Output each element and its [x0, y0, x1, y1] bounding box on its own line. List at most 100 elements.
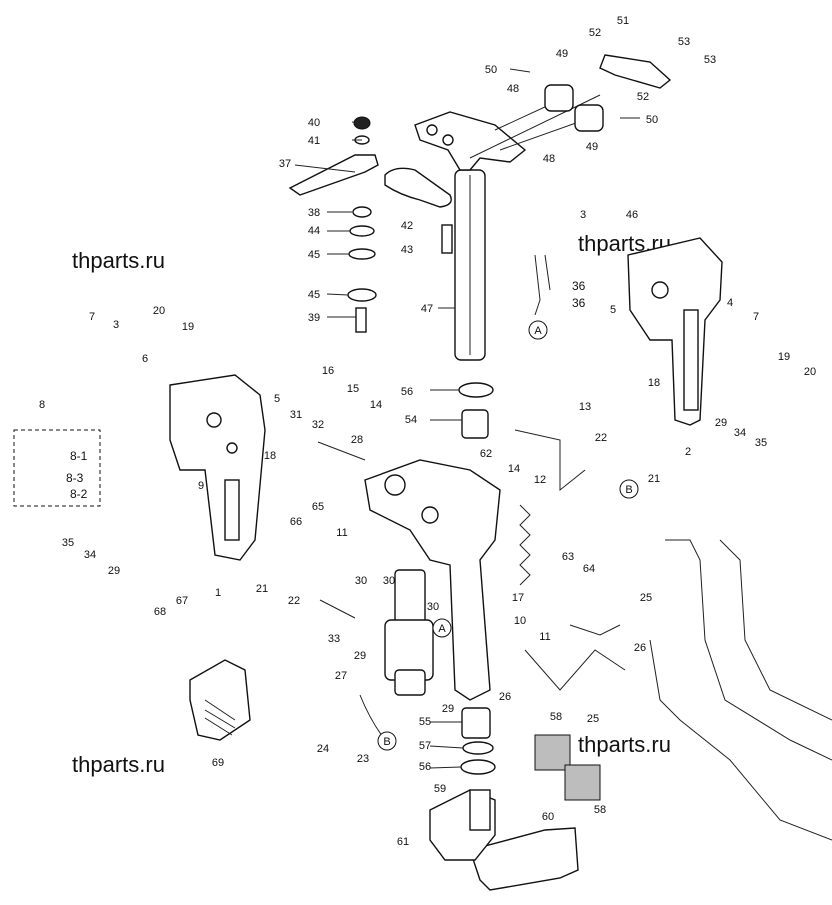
part-label: 6	[142, 353, 148, 365]
bracket-part-49	[544, 84, 604, 132]
part-label: 64	[583, 563, 595, 575]
part-label: 56	[419, 761, 431, 773]
part-label: 25	[640, 592, 652, 604]
part-label: 67	[176, 595, 188, 607]
part-label: 39	[308, 312, 320, 324]
watermark: thparts.ru	[578, 732, 671, 757]
part-label: 45	[308, 289, 320, 301]
part-label: 27	[335, 670, 347, 682]
part-label: 21	[256, 583, 268, 595]
part-label: 30	[355, 575, 367, 587]
part-label: 5	[610, 304, 616, 316]
part-label: 8-1	[70, 449, 88, 463]
lower-unit-outline	[649, 539, 832, 841]
part-label: 11	[336, 527, 347, 539]
part-label: 20	[153, 305, 165, 317]
right-clamp-bracket-part	[627, 237, 723, 426]
part-label: 18	[648, 377, 660, 389]
steering-arm-part	[414, 94, 601, 171]
part-label: 50	[485, 64, 497, 76]
cover-part-60	[469, 827, 579, 891]
part-label: 36	[572, 279, 586, 293]
part-label: 14	[508, 463, 520, 475]
part-label: 62	[480, 448, 492, 460]
left-clamp-bracket-part	[169, 374, 266, 561]
part-label: 13	[579, 401, 591, 413]
part-label: 45	[308, 249, 320, 261]
part-label: 49	[586, 141, 598, 153]
part-label: 20	[804, 366, 816, 378]
part-label: 8-2	[70, 487, 88, 501]
connector-ref-a-upper: A	[528, 320, 548, 340]
watermark: thparts.ru	[72, 752, 165, 777]
part-label: 17	[512, 592, 524, 604]
part-label: 34	[734, 427, 746, 439]
part-label: 3	[113, 319, 119, 331]
part-label: 8-3	[66, 471, 84, 485]
part-label: 46	[626, 209, 638, 221]
part-label: 4	[727, 297, 733, 309]
part-label: 29	[354, 650, 366, 662]
part-label: 29	[108, 565, 120, 577]
part-label: 8	[39, 399, 45, 411]
part-label: 58	[594, 804, 606, 816]
part-label: 12	[534, 474, 546, 486]
part-label: 59	[434, 783, 446, 795]
part-label: 26	[634, 642, 646, 654]
part-label: 66	[290, 516, 302, 528]
part-label: 38	[308, 207, 320, 219]
part-label: 60	[542, 811, 554, 823]
part-label: 29	[715, 417, 727, 429]
part-label: 34	[84, 549, 96, 561]
part-label: 29	[442, 703, 454, 715]
part-label: 52	[637, 91, 649, 103]
part-label: 22	[595, 432, 607, 444]
leader-lines	[294, 68, 640, 769]
part-label: 32	[312, 419, 324, 431]
part-label: 36	[572, 296, 586, 310]
bushing-upper	[458, 382, 494, 439]
connector-ref-b-lower: B	[377, 731, 397, 751]
watermark: thparts.ru	[72, 248, 165, 273]
part-label: 14	[370, 399, 382, 411]
part-label: 19	[778, 351, 790, 363]
connector-ref-b-upper: B	[619, 479, 639, 499]
part-label: 35	[755, 437, 767, 449]
bushing-lower	[460, 707, 496, 775]
part-label: 56	[401, 386, 413, 398]
anode-part-58	[534, 734, 601, 801]
part-label: 57	[419, 740, 431, 752]
part-label: 48	[543, 153, 555, 165]
part-label: 22	[288, 595, 300, 607]
steering-shaft-part	[454, 169, 486, 361]
part-label: 47	[421, 303, 433, 315]
part-label: 24	[317, 743, 329, 755]
part-label: 2	[685, 446, 691, 458]
part-labels: 1 2 3 3 4 5 5 6 7 7 8 8-1 8-2 8-3 9 10 1…	[39, 15, 816, 848]
svg-text:B: B	[625, 484, 632, 496]
part-label: 15	[347, 383, 359, 395]
part-label: 40	[308, 117, 320, 129]
part-label: 3	[580, 209, 586, 221]
part-label: 54	[405, 414, 417, 426]
part-label: 23	[357, 753, 369, 765]
part-label: 9	[198, 480, 204, 492]
part-label: 53	[704, 54, 716, 66]
part-label: 43	[401, 244, 413, 256]
part-label: 49	[556, 48, 568, 60]
part-label: 44	[308, 225, 320, 237]
part-label: 53	[678, 36, 690, 48]
svg-text:B: B	[383, 736, 390, 748]
part-label: 51	[617, 15, 629, 27]
part-label: 5	[274, 393, 280, 405]
part-label: 7	[89, 311, 95, 323]
part-label: 42	[401, 220, 413, 232]
part-label: 33	[328, 633, 340, 645]
tilt-cylinder-part	[384, 569, 434, 696]
part-label: 50	[646, 114, 658, 126]
part-label: 11	[539, 631, 550, 643]
link-part-51	[599, 54, 672, 89]
part-label: 69	[212, 757, 224, 769]
part-label: 16	[322, 365, 334, 377]
